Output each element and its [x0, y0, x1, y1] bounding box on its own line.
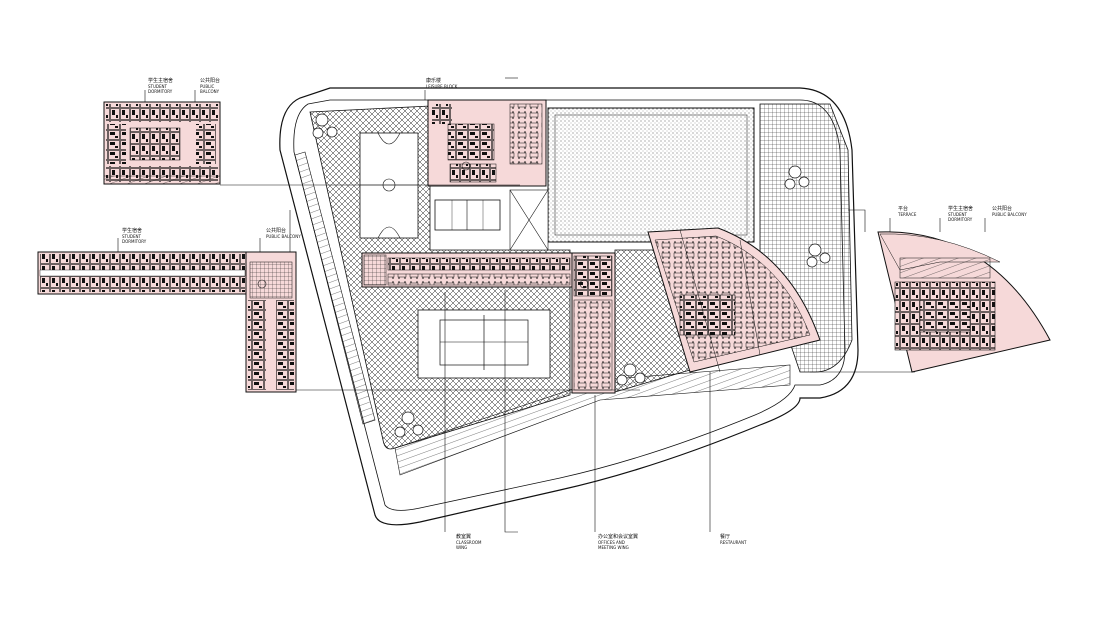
- north-dormitory: [103, 101, 221, 185]
- svg-text:DORMITORY: DORMITORY: [148, 89, 173, 94]
- label-east-dorm: 平台 TERRACE 学生主宿舍 STUDENT DORMITORY 公共阳台 …: [897, 205, 1027, 222]
- svg-text:公共阳台: 公共阳台: [992, 205, 1012, 212]
- svg-text:办公室和会议室翼: 办公室和会议室翼: [598, 533, 638, 540]
- svg-text:教室翼: 教室翼: [456, 533, 471, 540]
- sports-field: [547, 107, 755, 243]
- label-west-dorm: 学生宿舍 STUDENT DORMITORY 公共阳台 PUBLIC BALCO…: [122, 227, 301, 244]
- offices-meeting-wing: [571, 252, 616, 394]
- east-dormitory: [877, 231, 1051, 373]
- restaurant-building: [647, 227, 821, 373]
- svg-text:STUDENT: STUDENT: [148, 84, 168, 89]
- svg-text:公共阳台: 公共阳台: [200, 77, 220, 84]
- svg-text:RESTAURANT: RESTAURANT: [720, 540, 747, 545]
- west-dormitory: [37, 251, 297, 393]
- label-classroom-wing: 教室翼 CLASSROOM WING: [456, 533, 482, 550]
- leader-lines: [117, 77, 986, 533]
- classroom-wing: [361, 252, 573, 288]
- svg-text:餐厅: 餐厅: [720, 533, 730, 540]
- covered-walkway: [509, 189, 549, 251]
- svg-text:平台: 平台: [898, 205, 908, 212]
- svg-text:STUDENT: STUDENT: [122, 234, 142, 239]
- svg-text:学生宿舍: 学生宿舍: [122, 227, 142, 234]
- label-north-dorm: 学生主宿舍 STUDENT DORMITORY 公共阳台 PUBLIC BALC…: [148, 77, 220, 94]
- svg-text:CLASSROOM: CLASSROOM: [456, 540, 482, 545]
- label-offices-wing: 办公室和会议室翼 OFFICES AND MEETING WING: [598, 533, 638, 550]
- svg-text:STUDENT: STUDENT: [948, 212, 968, 217]
- svg-text:BALCONY: BALCONY: [200, 89, 220, 94]
- label-restaurant: 餐厅 RESTAURANT: [720, 533, 747, 545]
- label-leisure-block: 康乐楼 LEISURE BLOCK: [426, 77, 458, 89]
- svg-text:DORMITORY: DORMITORY: [948, 217, 973, 222]
- svg-text:PUBLIC: PUBLIC: [200, 84, 214, 89]
- svg-text:OFFICES AND: OFFICES AND: [598, 540, 625, 545]
- svg-text:WING: WING: [456, 545, 467, 550]
- trees: [312, 113, 831, 438]
- svg-text:公共阳台: 公共阳台: [266, 227, 286, 234]
- svg-text:LEISURE BLOCK: LEISURE BLOCK: [426, 84, 458, 89]
- svg-text:康乐楼: 康乐楼: [426, 77, 441, 84]
- svg-text:PUBLIC BALCONY: PUBLIC BALCONY: [992, 212, 1027, 217]
- svg-text:PUBLIC BALCONY: PUBLIC BALCONY: [266, 234, 301, 239]
- volleyball-court: [434, 199, 501, 231]
- tennis-court: [417, 309, 551, 379]
- leisure-block: [427, 99, 547, 187]
- svg-text:DORMITORY: DORMITORY: [122, 239, 147, 244]
- basketball-court: [359, 132, 419, 239]
- svg-text:学生主宿舍: 学生主宿舍: [148, 77, 173, 84]
- parking-strip-west: [294, 151, 376, 425]
- svg-text:MEETING WING: MEETING WING: [598, 545, 629, 550]
- svg-text:学生主宿舍: 学生主宿舍: [948, 205, 973, 212]
- svg-text:TERRACE: TERRACE: [897, 212, 917, 217]
